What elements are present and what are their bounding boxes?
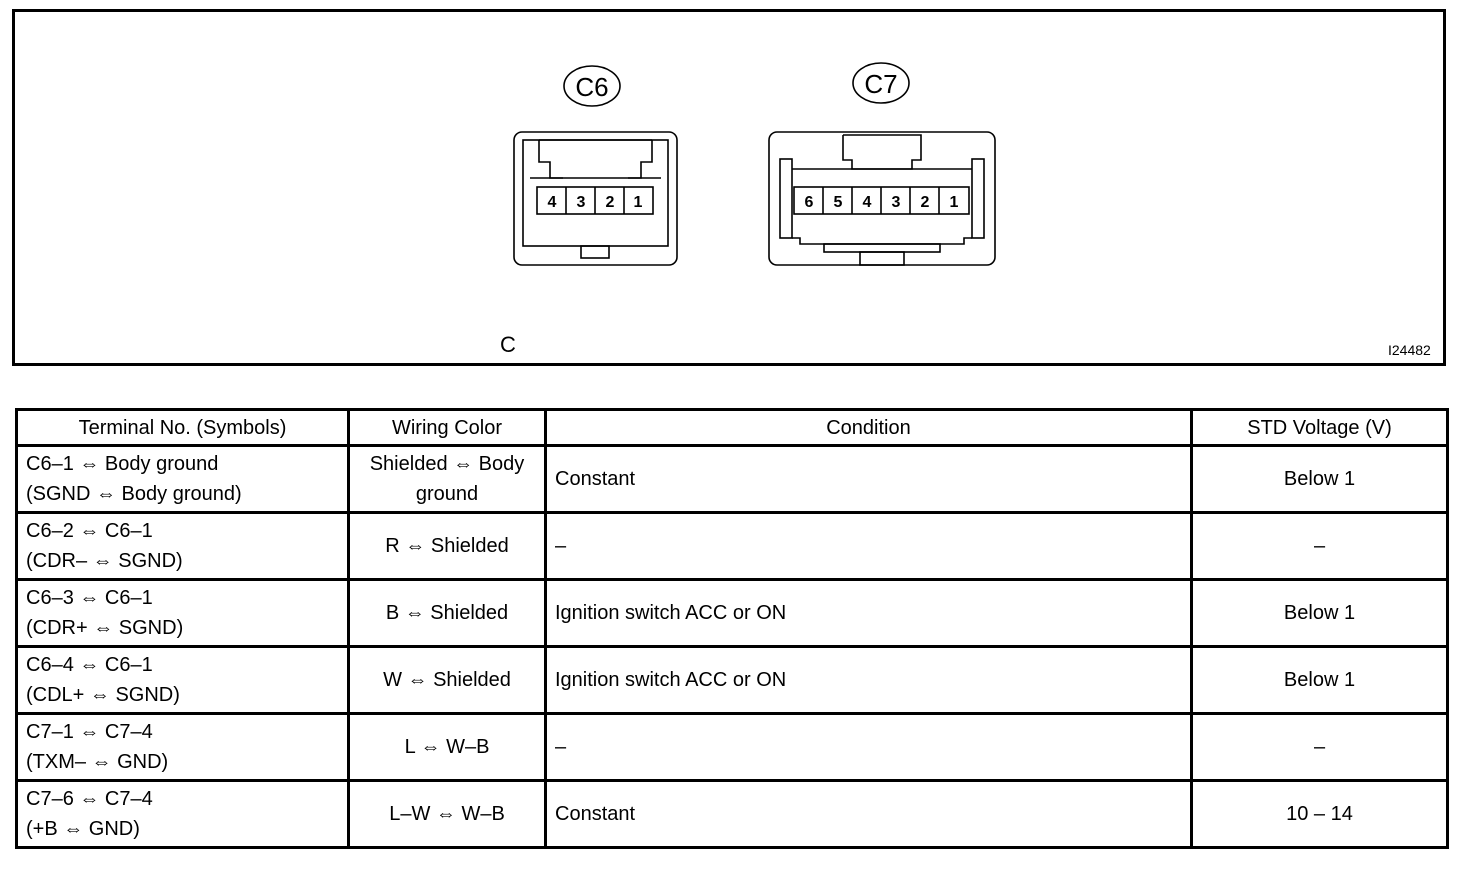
- header-std-voltage: STD Voltage (V): [1190, 408, 1449, 447]
- wiring-color: Shielded ⇔ Body: [369, 453, 525, 475]
- terminal-cell: C7–6 ⇔ C7–4 (+B ⇔ GND): [15, 779, 350, 849]
- table-row: C6–3 ⇔ C6–1 (CDR+ ⇔ SGND) B ⇔ Shielded I…: [15, 578, 1449, 648]
- voltage-cell: –: [1190, 712, 1449, 782]
- condition-cell: –: [544, 511, 1193, 581]
- terminal-symbols: (CDR– ⇔ SGND): [26, 550, 183, 572]
- terminal-symbols: (SGND ⇔ Body ground): [26, 483, 242, 505]
- c7-pin: 3: [892, 194, 901, 211]
- voltage-cell: 10 – 14: [1190, 779, 1449, 849]
- table-row: C7–6 ⇔ C7–4 (+B ⇔ GND) L–W ⇔ W–B Constan…: [15, 779, 1449, 849]
- c6-latch: [580, 245, 610, 259]
- c6-label: C6: [575, 72, 608, 102]
- c7-pin: 6: [805, 194, 814, 211]
- c7-pin: 2: [921, 194, 930, 211]
- c7-label: C7: [864, 69, 897, 99]
- c6-pin: 4: [548, 194, 557, 211]
- condition-cell: Ignition switch ACC or ON: [544, 578, 1193, 648]
- terminal-pair: C6–2 ⇔ C6–1: [26, 520, 153, 542]
- terminal-pair: C6–3 ⇔ C6–1: [26, 587, 153, 609]
- terminal-pair: C7–1 ⇔ C7–4: [26, 721, 153, 743]
- c7-label-circle: [852, 62, 910, 104]
- c7-housing: [768, 131, 996, 266]
- table-row: C6–1 ⇔ Body ground (SGND ⇔ Body ground) …: [15, 444, 1449, 514]
- terminal-cell: C6–4 ⇔ C6–1 (CDL+ ⇔ SGND): [15, 645, 350, 715]
- terminal-symbols: (CDR+ ⇔ SGND): [26, 617, 184, 639]
- terminal-pair: C6–1 ⇔ Body ground: [26, 453, 219, 475]
- c7-pin: 1: [950, 194, 959, 211]
- terminal-cell: C6–2 ⇔ C6–1 (CDR– ⇔ SGND): [15, 511, 350, 581]
- table-row: C6–2 ⇔ C6–1 (CDR– ⇔ SGND) R ⇔ Shielded –…: [15, 511, 1449, 581]
- connector-diagram: C6 C7 4 3 2 1 6 5 4 3 2 1 C I24482: [12, 9, 1446, 366]
- voltage-cell: –: [1190, 511, 1449, 581]
- condition-cell: Constant: [544, 444, 1193, 514]
- header-terminal: Terminal No. (Symbols): [15, 408, 350, 447]
- terminal-spec-table: Terminal No. (Symbols) Wiring Color Cond…: [15, 408, 1449, 849]
- c6-housing: [513, 131, 678, 266]
- c7-pin: 5: [834, 194, 843, 211]
- voltage-cell: Below 1: [1190, 578, 1449, 648]
- c6-pin: 1: [634, 194, 643, 211]
- terminal-cell: C6–3 ⇔ C6–1 (CDR+ ⇔ SGND): [15, 578, 350, 648]
- table-row: C6–4 ⇔ C6–1 (CDL+ ⇔ SGND) W ⇔ Shielded I…: [15, 645, 1449, 715]
- terminal-symbols: (+B ⇔ GND): [26, 818, 140, 840]
- table-row: C7–1 ⇔ C7–4 (TXM– ⇔ GND) L ⇔ W–B – –: [15, 712, 1449, 782]
- wiring-color: L ⇔ W–B: [347, 712, 547, 782]
- c6-pin: 3: [577, 194, 586, 211]
- condition-cell: –: [544, 712, 1193, 782]
- header-condition: Condition: [544, 408, 1193, 447]
- wiring-color-cont: ground: [415, 483, 479, 505]
- condition-cell: Ignition switch ACC or ON: [544, 645, 1193, 715]
- figure-caption: C: [500, 332, 516, 357]
- c6-label-circle: [563, 65, 621, 107]
- terminal-cell: C6–1 ⇔ Body ground (SGND ⇔ Body ground): [15, 444, 350, 514]
- voltage-cell: Below 1: [1190, 645, 1449, 715]
- c6-pin: 2: [606, 194, 615, 211]
- figure-id: I24482: [1388, 342, 1431, 358]
- terminal-symbols: (CDL+ ⇔ SGND): [26, 684, 180, 706]
- header-wiring-color: Wiring Color: [347, 408, 547, 447]
- connector-drawing: C6 C7 4 3 2 1 6 5 4 3 2 1: [513, 62, 996, 266]
- table-header-row: Terminal No. (Symbols) Wiring Color Cond…: [15, 408, 1449, 447]
- wiring-color: L–W ⇔ W–B: [347, 779, 547, 849]
- condition-cell: Constant: [544, 779, 1193, 849]
- wiring-cell: Shielded ⇔ Body ground: [347, 444, 547, 514]
- terminal-pair: C6–4 ⇔ C6–1: [26, 654, 153, 676]
- terminal-cell: C7–1 ⇔ C7–4 (TXM– ⇔ GND): [15, 712, 350, 782]
- terminal-symbols: (TXM– ⇔ GND): [26, 751, 169, 773]
- voltage-cell: Below 1: [1190, 444, 1449, 514]
- wiring-color: B ⇔ Shielded: [347, 578, 547, 648]
- wiring-color: R ⇔ Shielded: [347, 511, 547, 581]
- c7-pin: 4: [863, 194, 872, 211]
- wiring-color: W ⇔ Shielded: [347, 645, 547, 715]
- terminal-pair: C7–6 ⇔ C7–4: [26, 788, 153, 810]
